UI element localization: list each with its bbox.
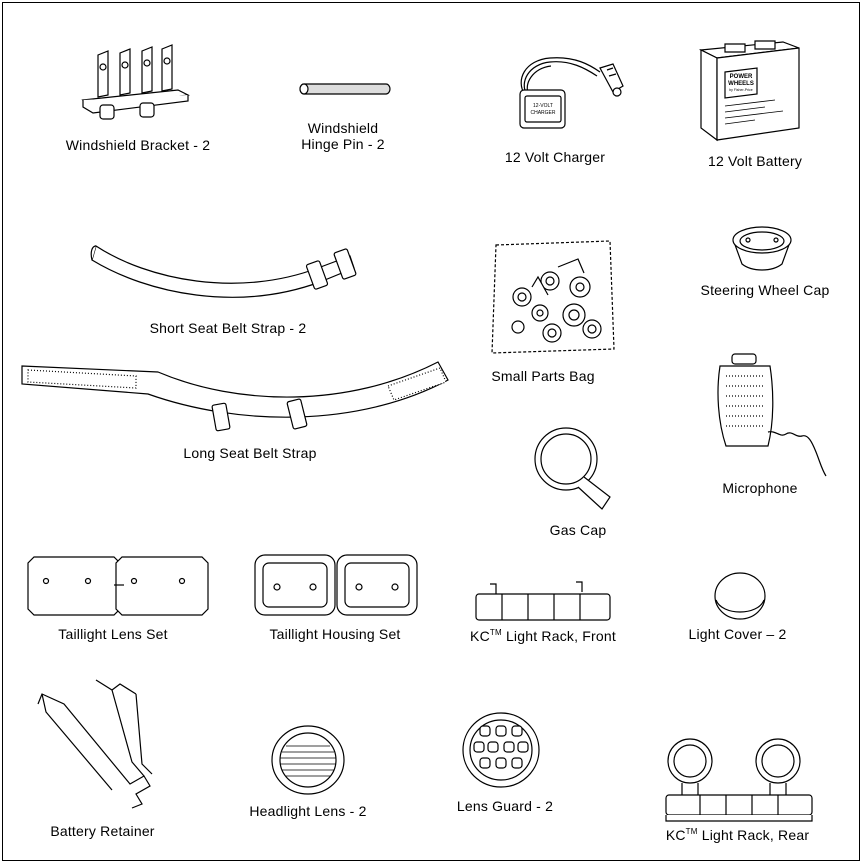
light-rack-rear-suffix: Light Rack, Rear <box>697 827 810 843</box>
battery-logo-text-2: WHEELS <box>728 81 754 87</box>
light-rack-rear-illustration <box>660 735 820 825</box>
charger-label-text-2: CHARGER <box>530 110 555 116</box>
microphone-illustration <box>712 352 830 477</box>
light-rack-rear-trademark: TM <box>685 827 698 836</box>
taillight-lens-set-illustration <box>28 553 208 619</box>
microphone-label: Microphone <box>722 480 798 496</box>
light-cover-illustration <box>712 570 768 622</box>
charger-label-text: 12-VOLT <box>533 103 553 109</box>
charger-illustration: 12-VOLT CHARGER <box>505 50 630 140</box>
short-seat-belt-illustration <box>88 240 363 310</box>
lens-guard-label: Lens Guard - 2 <box>456 798 554 814</box>
battery-label: 12 Volt Battery <box>707 153 803 169</box>
long-seat-belt-illustration <box>18 358 453 438</box>
light-cover-label: Light Cover – 2 <box>688 626 787 642</box>
battery-retainer-label: Battery Retainer <box>50 823 155 839</box>
light-rack-front-trademark: TM <box>489 628 502 637</box>
taillight-lens-set-label: Taillight Lens Set <box>58 626 168 642</box>
light-rack-rear-label: KCTM Light Rack, Rear <box>650 827 825 844</box>
light-rack-front-prefix: KC <box>470 628 490 644</box>
charger-label: 12 Volt Charger <box>504 149 606 165</box>
headlight-lens-illustration <box>268 722 348 798</box>
long-seat-belt-label: Long Seat Belt Strap <box>183 445 317 461</box>
light-rack-front-label: KCTM Light Rack, Front <box>458 628 628 645</box>
steering-wheel-cap-illustration <box>728 222 796 272</box>
windshield-bracket-illustration <box>78 45 193 125</box>
windshield-hinge-pin-illustration <box>298 80 393 98</box>
short-seat-belt-label: Short Seat Belt Strap - 2 <box>149 320 307 336</box>
light-rack-front-illustration <box>472 578 617 624</box>
steering-wheel-cap-label: Steering Wheel Cap <box>700 282 830 298</box>
headlight-lens-label: Headlight Lens - 2 <box>249 803 367 819</box>
lens-guard-illustration <box>460 710 542 790</box>
battery-illustration: POWER WHEELS by Fisher-Price <box>695 36 805 146</box>
battery-retainer-illustration <box>32 676 172 811</box>
windshield-bracket-label: Windshield Bracket - 2 <box>65 137 211 153</box>
battery-logo-text-3: by Fisher-Price <box>729 88 753 92</box>
battery-logo-text: POWER <box>730 74 753 80</box>
gas-cap-illustration <box>532 425 622 515</box>
taillight-housing-set-label: Taillight Housing Set <box>269 626 401 642</box>
small-parts-bag-label: Small Parts Bag <box>491 368 595 384</box>
light-rack-front-suffix: Light Rack, Front <box>501 628 616 644</box>
taillight-housing-set-illustration <box>253 553 418 619</box>
small-parts-bag-illustration <box>488 237 618 357</box>
windshield-hinge-pin-label-line2: Hinge Pin - 2 <box>301 136 385 152</box>
light-rack-rear-prefix: KC <box>665 827 686 843</box>
windshield-hinge-pin-label-line1: Windshield <box>307 120 379 136</box>
gas-cap-label: Gas Cap <box>549 522 607 538</box>
